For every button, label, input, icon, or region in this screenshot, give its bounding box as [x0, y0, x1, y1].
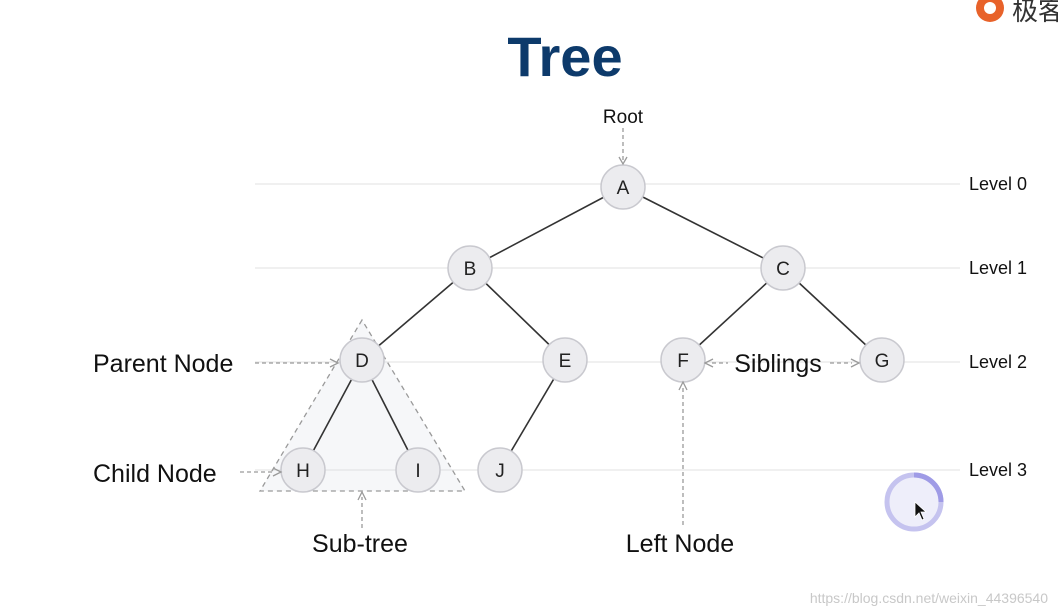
node-label: I: [415, 461, 420, 482]
edge-b-d: [361, 267, 471, 361]
root-label: Root: [603, 107, 644, 128]
child-arrowhead-icon: [272, 467, 283, 477]
node-label: J: [495, 461, 505, 482]
parent-arrowhead-icon: [329, 358, 340, 368]
node-circle: [280, 447, 326, 493]
siblings-right-arrowhead-icon: [850, 358, 861, 368]
nodes: A B C D E F G H I J: [280, 164, 905, 493]
left-node-arrowhead-icon: [678, 380, 688, 391]
node-c: C: [760, 245, 806, 291]
node-d: D: [339, 337, 385, 383]
node-label: H: [296, 461, 310, 482]
node-j: J: [477, 447, 523, 493]
node-label: B: [464, 259, 477, 280]
level-label: Level 3: [969, 460, 1027, 480]
node-label: E: [559, 351, 572, 372]
node-circle: [447, 245, 493, 291]
node-f: F: [660, 337, 706, 383]
sub-tree-label: Sub-tree: [312, 530, 408, 558]
logo: 极客: [976, 0, 1058, 26]
logo-mark-icon: [976, 0, 1004, 22]
sub-tree-arrowhead-icon: [357, 490, 367, 501]
node-label: D: [355, 351, 369, 372]
edge-a-b: [469, 186, 624, 269]
node-circle: [395, 447, 441, 493]
node-circle: [760, 245, 806, 291]
node-circle: [859, 337, 905, 383]
left-node-label: Left Node: [626, 530, 734, 558]
node-label: C: [776, 259, 790, 280]
node-circle: [477, 447, 523, 493]
level-label: Level 1: [969, 258, 1027, 278]
node-label: G: [875, 351, 890, 372]
parent-node-label: Parent Node: [93, 350, 233, 378]
node-h: H: [280, 447, 326, 493]
node-g: G: [859, 337, 905, 383]
child-node-label: Child Node: [93, 460, 217, 488]
root-arrowhead-icon: [618, 156, 628, 166]
mouse-cursor-icon: [914, 501, 928, 521]
level-label: Level 0: [969, 174, 1027, 194]
node-circle: [542, 337, 588, 383]
node-label: A: [617, 178, 630, 199]
node-b: B: [447, 245, 493, 291]
level-label: Level 2: [969, 352, 1027, 372]
loading-spinner-icon: [884, 472, 944, 532]
node-i: I: [395, 447, 441, 493]
siblings-label: Siblings: [734, 350, 822, 378]
siblings-left-arrowhead-icon: [703, 358, 714, 368]
node-e: E: [542, 337, 588, 383]
node-label: F: [677, 351, 689, 372]
logo-text: 极客: [1012, 0, 1058, 26]
node-a: A: [600, 164, 646, 210]
edge-a-c: [622, 186, 784, 269]
watermark-text: https://blog.csdn.net/weixin_44396540: [810, 590, 1048, 606]
node-circle: [339, 337, 385, 383]
page-title: Tree: [507, 25, 622, 88]
